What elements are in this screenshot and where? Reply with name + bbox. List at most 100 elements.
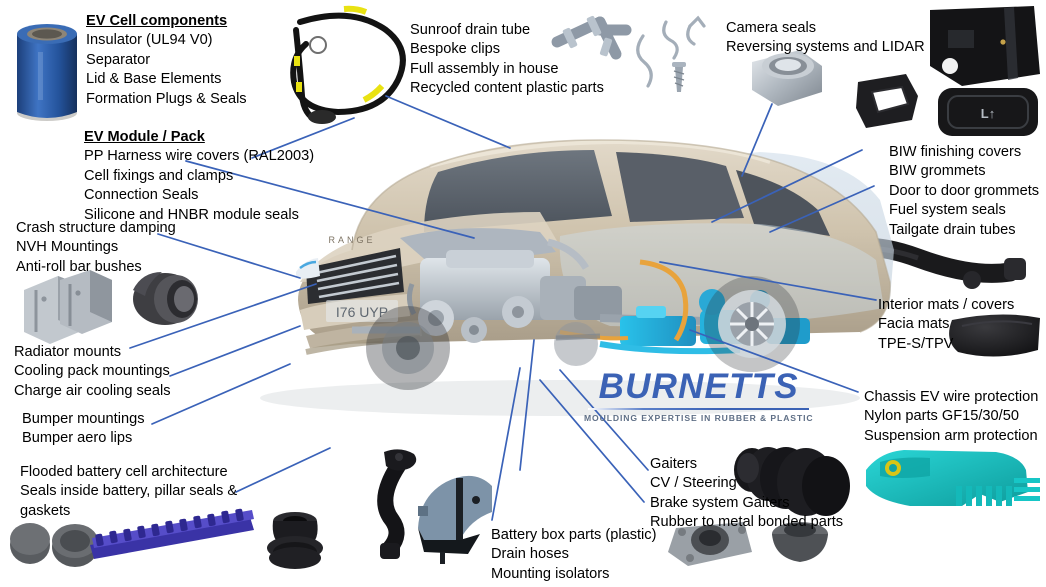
callout-line: Seals inside battery, pillar seals & gas… xyxy=(20,483,238,519)
callout-line: Drain hoses xyxy=(491,546,569,563)
part-image-tailgate-badge-cover: L↑ xyxy=(938,88,1038,136)
callout-line: Separator xyxy=(86,51,151,68)
logo-divider-rule xyxy=(588,408,810,410)
leader-sunroof-drain xyxy=(385,95,511,149)
callout-sunroof-drain-tube: Sunroof drain tube Bespoke clips Full as… xyxy=(410,21,604,99)
leader-chassis-ev-wire xyxy=(689,329,859,393)
callout-line: Brake system Gaiters xyxy=(650,494,790,511)
callout-line: Formation Plugs & Seals xyxy=(86,90,247,107)
callout-camera-seals: Camera seals Reversing systems and LIDAR xyxy=(726,19,925,58)
callout-battery-box-parts: Battery box parts (plastic) Drain hoses … xyxy=(491,526,656,584)
part-image-battery-gaskets xyxy=(10,523,98,567)
callout-biw-finishing-covers: BIW finishing covers BIW grommets Door t… xyxy=(889,143,1039,240)
callout-line: Chassis EV wire protection xyxy=(864,389,1039,405)
leader-ev-module xyxy=(185,160,475,239)
part-image-nvh-mountings xyxy=(24,270,112,344)
burnetts-logo: BURNETTS MOULDING EXPERTISE IN RUBBER & … xyxy=(584,368,813,424)
leader-battery-box-1 xyxy=(491,367,521,521)
vehicle-badge-text: RANGE xyxy=(328,235,375,245)
callout-line: Reversing systems and LIDAR xyxy=(726,39,925,56)
callout-line: Bespoke clips xyxy=(410,41,501,58)
leader-gaiters-1 xyxy=(559,369,649,471)
callout-line: PP Harness wire covers (RAL2003) xyxy=(84,148,315,165)
cutaway-suv-illustration: RANGE I76 UYP xyxy=(260,139,894,416)
part-image-anti-roll-bar-bush xyxy=(133,272,198,325)
part-image-cv-gaiter xyxy=(734,447,850,516)
part-image-sunroof-drain-connector xyxy=(551,15,632,60)
leader-biw-2 xyxy=(769,185,875,233)
leader-interior-mats xyxy=(659,261,877,301)
leader-camera-seals xyxy=(741,103,773,177)
callout-line: Facia mats xyxy=(878,316,950,333)
callout-line: Connection Seals xyxy=(84,187,199,204)
callout-line: Crash structure damping xyxy=(16,220,176,236)
callout-flooded-battery-architecture: Flooded battery cell architecture Seals … xyxy=(20,463,252,521)
callout-line: Mounting isolators xyxy=(491,565,610,582)
logo-tagline: MOULDING EXPERTISE IN RUBBER & PLASTIC xyxy=(584,413,814,423)
callout-heading: EV Cell components xyxy=(86,13,228,29)
callout-chassis-ev-wire-protection: Chassis EV wire protection Nylon parts G… xyxy=(864,388,1038,446)
part-image-battery-box-plastic xyxy=(418,475,492,564)
callout-crash-structure-damping: Crash structure damping NVH Mountings An… xyxy=(16,219,176,277)
callout-line: Rubber to metal bonded parts xyxy=(650,514,844,531)
callout-line: Camera seals xyxy=(726,20,817,36)
hv-cable xyxy=(639,259,689,342)
leader-battery-box-2 xyxy=(519,339,535,471)
leader-gaiters-2 xyxy=(539,379,645,503)
callout-line: Flooded battery cell architecture xyxy=(20,464,228,480)
leader-crash-structure xyxy=(157,233,301,279)
vehicle-plate-text: I76 UYP xyxy=(336,304,388,320)
leader-biw-1 xyxy=(711,149,863,223)
part-image-lidar-cover xyxy=(930,6,1040,86)
callout-line: Suspension arm protection xyxy=(864,427,1038,444)
callout-line: Cooling pack mountings xyxy=(14,363,170,380)
part-image-camera-bezel-seal xyxy=(856,74,918,128)
harness-connector-body xyxy=(308,110,336,124)
callout-line: Silicone and HNBR module seals xyxy=(84,206,299,223)
leader-ev-cell xyxy=(251,117,355,159)
callout-heading: EV Module / Pack xyxy=(84,129,205,145)
part-image-camera-seal xyxy=(752,50,822,106)
callout-line: Insulator (UL94 V0) xyxy=(86,32,213,49)
logo-wordmark: BURNETTS xyxy=(598,367,799,406)
callout-line: Battery box parts (plastic) xyxy=(491,527,657,543)
part-image-mounting-isolator xyxy=(668,522,752,566)
callout-line: Gaiters xyxy=(650,456,698,472)
harness-yellow-bands xyxy=(294,5,385,103)
callout-ev-module-pack: EV Module / Pack PP Harness wire covers … xyxy=(84,128,314,225)
part-image-cell-fixing-clamp-strip xyxy=(90,508,254,559)
callout-line: Tailgate drain tubes xyxy=(889,221,1016,238)
callout-interior-mats: Interior mats / covers Facia mats TPE-S/… xyxy=(878,296,1014,354)
callout-line: BIW grommets xyxy=(889,163,986,180)
leader-radiator-mounts xyxy=(129,283,317,349)
part-image-bespoke-clips xyxy=(636,15,706,88)
leader-charge-air xyxy=(169,325,301,377)
callout-bumper-mountings: Bumper mountings Bumper aero lips xyxy=(22,410,145,449)
callout-line: Full assembly in house xyxy=(410,60,559,77)
part-image-clip-screw xyxy=(672,62,686,92)
callout-line: Door to door grommets xyxy=(889,182,1040,199)
callout-line: Recycled content plastic parts xyxy=(410,80,604,97)
callout-line: Nylon parts GF15/30/50 xyxy=(864,408,1019,425)
callout-line: Anti-roll bar bushes xyxy=(16,258,142,275)
callout-line: Bumper aero lips xyxy=(22,430,133,447)
callout-line: Interior mats / covers xyxy=(878,297,1015,313)
front-wheel xyxy=(366,306,450,390)
harness-clip-ring xyxy=(309,36,327,54)
part-image-ev-cell-canister xyxy=(17,24,77,121)
callout-line: BIW finishing covers xyxy=(889,144,1022,160)
part-image-suspension-arm-protection xyxy=(866,450,1040,506)
callout-line: TPE-S/TPV xyxy=(878,335,954,352)
engine-assembly xyxy=(400,228,622,343)
part-image-facia-mat xyxy=(949,314,1040,357)
callout-gaiters: Gaiters CV / Steering Brake system Gaite… xyxy=(650,455,843,533)
mid-suspension xyxy=(554,322,601,366)
callout-ev-cell-components: EV Cell components Insulator (UL94 V0) S… xyxy=(86,12,247,109)
part-image-drain-hose xyxy=(377,449,417,559)
svg-text:L↑: L↑ xyxy=(981,106,995,121)
callout-line: Sunroof drain tube xyxy=(410,22,531,38)
callout-line: Radiator mounts xyxy=(14,344,122,360)
leader-bumper xyxy=(151,363,291,425)
